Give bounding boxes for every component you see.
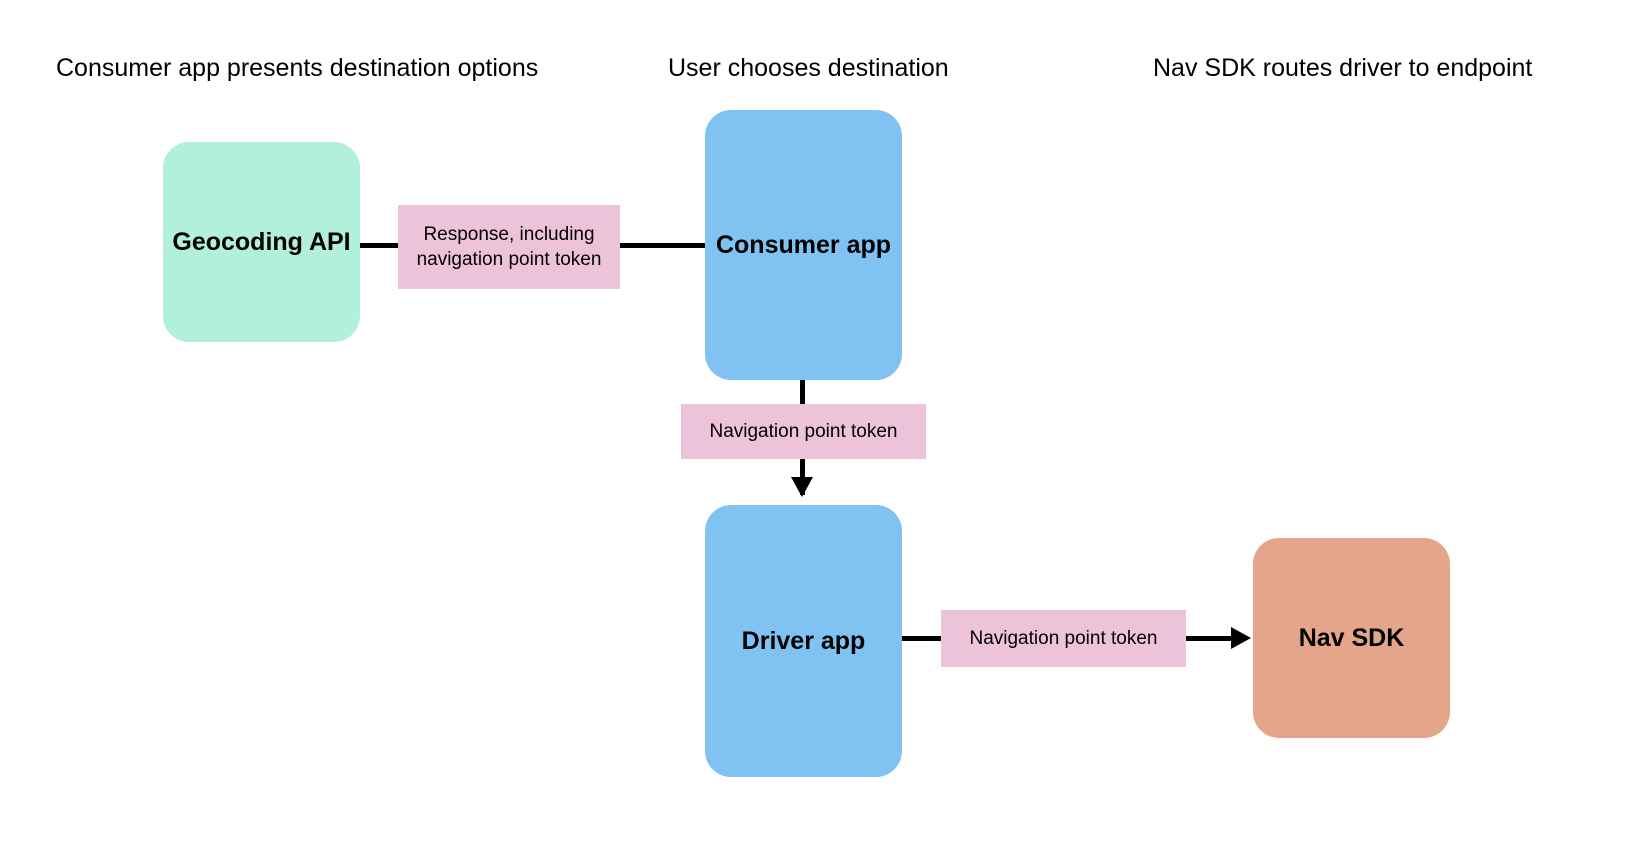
edge-geocoding-to-consumer-segment-left <box>360 243 418 248</box>
node-consumer-app: Consumer app <box>705 110 902 380</box>
edge-label-navigation-point-token-bottom: Navigation point token <box>941 610 1186 667</box>
column-header-user-chooses: User chooses destination <box>668 54 949 82</box>
column-header-consumer-options: Consumer app presents destination option… <box>56 54 539 82</box>
node-nav-sdk: Nav SDK <box>1253 538 1450 738</box>
node-geocoding-api: Geocoding API <box>163 142 360 342</box>
edge-label-response-including-navigation-point-token: Response, including navigation point tok… <box>398 205 620 289</box>
edge-consumer-to-driver-segment-bottom <box>800 455 805 495</box>
edge-driver-to-navsdk-segment-right <box>1186 636 1234 641</box>
edge-label-navigation-point-token-middle: Navigation point token <box>681 404 926 459</box>
column-header-navsdk-routes: Nav SDK routes driver to endpoint <box>1153 54 1533 82</box>
arrow-head-down-icon <box>791 477 813 497</box>
edge-driver-to-navsdk-segment-left <box>902 636 944 641</box>
arrow-head-right-icon <box>1231 627 1251 649</box>
edge-geocoding-to-consumer-segment-right <box>620 243 720 248</box>
node-driver-app: Driver app <box>705 505 902 777</box>
